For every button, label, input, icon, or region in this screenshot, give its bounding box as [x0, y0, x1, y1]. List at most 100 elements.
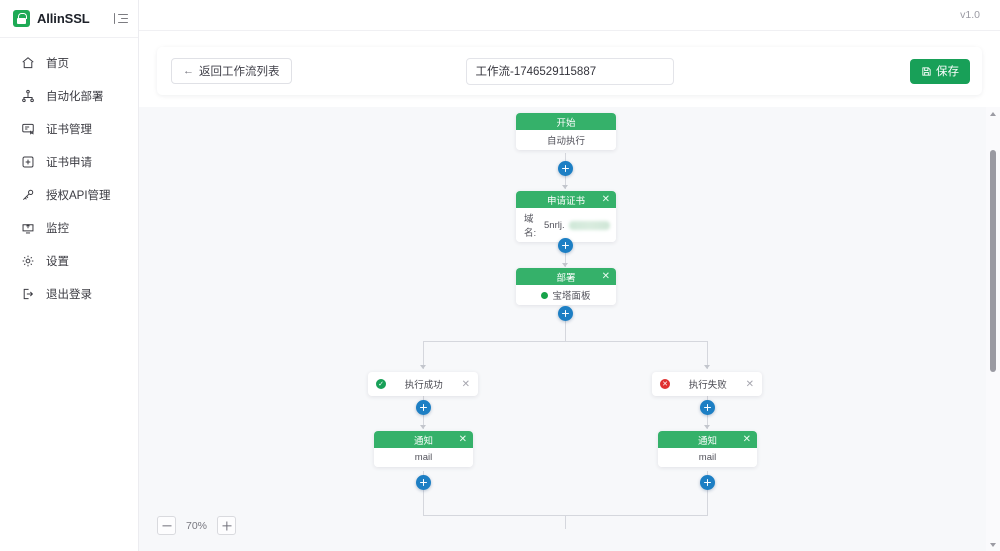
sidebar-item-label: 自动化部署 [46, 90, 104, 103]
brand-header: AllinSSL [0, 0, 138, 38]
plus-square-icon [21, 155, 35, 169]
sidebar-item-label: 证书管理 [46, 123, 92, 136]
chevron-down-icon[interactable] [986, 538, 1000, 551]
error-circle-icon: ✕ [660, 379, 670, 389]
close-icon[interactable]: ✕ [601, 270, 610, 282]
sidebar-item-home[interactable]: 首页 [0, 46, 138, 79]
save-button-label: 保存 [936, 66, 959, 78]
connector-arrow [562, 263, 568, 267]
flow-node-branch-success[interactable]: ✓ 执行成功 ✕ [368, 372, 478, 396]
sidebar-item-label: 授权API管理 [46, 189, 111, 202]
node-body: 域名: 5nrlj. [516, 208, 616, 242]
sidebar-item-logout[interactable]: 退出登录 [0, 277, 138, 310]
node-title: 部署 [556, 272, 576, 284]
toolbar-wrapper: ← 返回工作流列表 保存 [139, 31, 1000, 95]
connector-arrow [420, 425, 426, 429]
add-node-button[interactable] [558, 306, 573, 321]
node-title: 申请证书 [546, 195, 585, 207]
close-icon[interactable]: ✕ [601, 193, 610, 205]
back-to-workflow-list-button[interactable]: ← 返回工作流列表 [171, 58, 292, 84]
sidebar-item-api-auth[interactable]: 授权API管理 [0, 178, 138, 211]
canvas-scrollbar[interactable] [986, 107, 1000, 551]
redacted-domain [568, 220, 610, 230]
node-header: 申请证书 ✕ [516, 191, 616, 208]
menu-collapse-icon[interactable] [114, 12, 128, 26]
node-body: 宝塔面板 [516, 285, 616, 305]
add-node-button[interactable] [700, 400, 715, 415]
sidebar-item-cert-apply[interactable]: 证书申请 [0, 145, 138, 178]
sidebar-item-settings[interactable]: 设置 [0, 244, 138, 277]
top-bar: v1.0 [139, 0, 1000, 31]
connector-line [423, 471, 424, 515]
close-icon[interactable]: ✕ [458, 433, 467, 445]
arrow-left-icon: ← [183, 64, 194, 77]
node-body-text: 自动执行 [546, 136, 585, 147]
workflow-name-input[interactable] [465, 57, 674, 85]
sidebar-item-monitor[interactable]: 监控 [0, 211, 138, 244]
scrollbar-track[interactable] [986, 120, 1000, 538]
node-body-prefix: 域名: [524, 214, 537, 239]
add-node-button[interactable] [558, 161, 573, 176]
flow-node-branch-failure[interactable]: ✕ 执行失败 ✕ [652, 372, 762, 396]
connector-arrow [562, 185, 568, 189]
certificate-icon [21, 122, 35, 136]
save-icon [922, 66, 931, 76]
workflow-toolbar: ← 返回工作流列表 保存 [157, 47, 982, 95]
main-area: v1.0 ← 返回工作流列表 保存 [139, 0, 1000, 551]
connector-arrow [704, 365, 710, 369]
node-title: 通知 [697, 435, 717, 447]
flow-node-start[interactable]: 开始 自动执行 [516, 113, 616, 150]
sidebar-item-auto-deploy[interactable]: 自动化部署 [0, 79, 138, 112]
sidebar-item-cert-manage[interactable]: 证书管理 [0, 112, 138, 145]
connector-line [565, 308, 566, 342]
connector-arrow [420, 365, 426, 369]
node-body-text: mail [414, 452, 433, 463]
node-header: 开始 [516, 113, 616, 130]
close-icon[interactable]: ✕ [742, 433, 751, 445]
close-icon[interactable]: ✕ [745, 378, 754, 390]
sidebar-item-label: 证书申请 [46, 156, 92, 169]
flow-graph: 开始 自动执行 申请证书 ✕ 域名: [139, 107, 1000, 551]
connector-line [707, 341, 708, 369]
add-node-button[interactable] [416, 400, 431, 415]
logout-icon [21, 287, 35, 301]
check-circle-icon: ✓ [376, 379, 386, 389]
sidebar-item-label: 设置 [46, 255, 69, 268]
flow-node-deploy[interactable]: 部署 ✕ 宝塔面板 [516, 268, 616, 305]
connector-arrow [704, 425, 710, 429]
zoom-level-label: 70% [186, 519, 208, 532]
node-header: 部署 ✕ [516, 268, 616, 285]
node-body: 自动执行 [516, 130, 616, 150]
add-node-button[interactable] [700, 475, 715, 490]
sitemap-icon [21, 89, 35, 103]
zoom-controls: 70% [157, 516, 237, 535]
lock-icon [13, 10, 30, 27]
connector-line [565, 515, 566, 529]
close-icon[interactable]: ✕ [461, 378, 470, 390]
node-title: 通知 [413, 435, 433, 447]
chevron-up-icon[interactable] [986, 107, 1000, 120]
bt-panel-icon [541, 291, 549, 299]
save-button[interactable]: 保存 [910, 58, 970, 84]
brand-name: AllinSSL [37, 11, 90, 26]
key-icon [21, 188, 35, 202]
branch-label: 执行失败 [688, 380, 727, 391]
workflow-canvas[interactable]: 开始 自动执行 申请证书 ✕ 域名: [139, 107, 1000, 551]
node-body: mail [658, 448, 757, 467]
scrollbar-thumb[interactable] [990, 150, 996, 372]
node-body-text: mail [698, 452, 717, 463]
zoom-out-button[interactable] [157, 516, 176, 535]
sidebar-nav: 首页 自动化部署 证书管理 证书申请 [0, 38, 138, 310]
node-header: 通知 ✕ [658, 431, 757, 448]
zoom-in-button[interactable] [217, 516, 237, 535]
flow-node-apply-cert[interactable]: 申请证书 ✕ 域名: 5nrlj. [516, 191, 616, 242]
back-button-label: 返回工作流列表 [199, 66, 280, 78]
flow-node-notify-failure[interactable]: 通知 ✕ mail [658, 431, 757, 467]
sidebar-item-label: 监控 [46, 222, 69, 235]
node-title: 开始 [556, 117, 576, 129]
home-icon [21, 56, 35, 70]
flow-node-notify-success[interactable]: 通知 ✕ mail [374, 431, 473, 467]
add-node-button[interactable] [416, 475, 431, 490]
add-node-button[interactable] [558, 238, 573, 253]
